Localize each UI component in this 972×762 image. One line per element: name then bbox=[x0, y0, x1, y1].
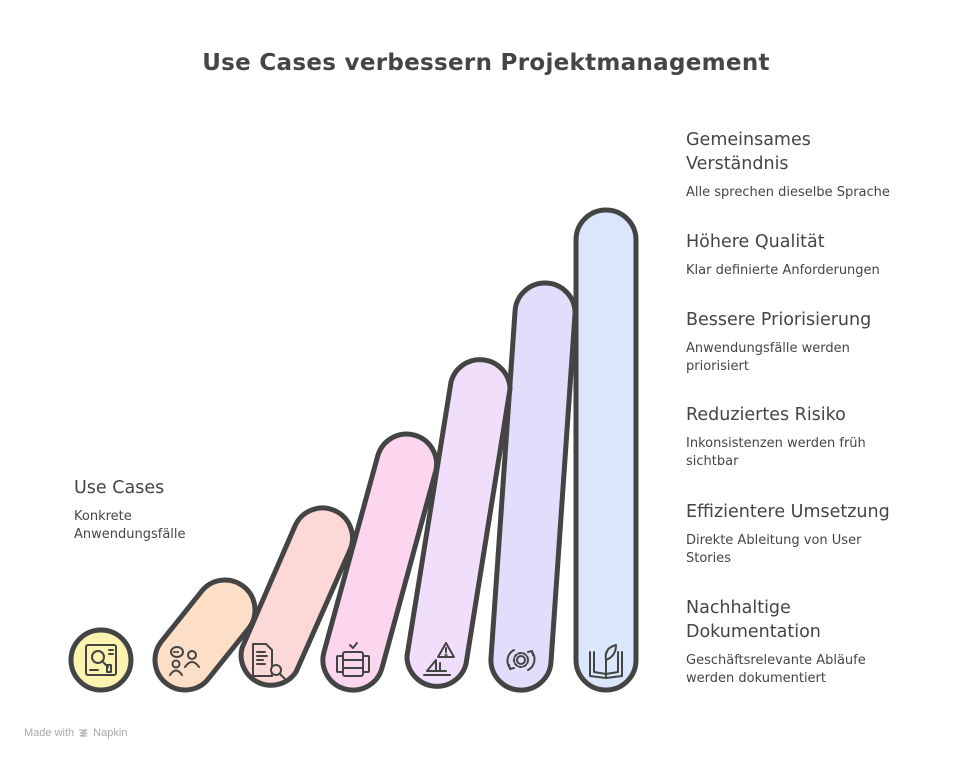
start-description: Konkrete Anwendungsfälle bbox=[74, 509, 186, 542]
database-check-icon bbox=[336, 642, 370, 677]
step-description: Klar definierte Anforderungen bbox=[686, 263, 880, 278]
users-chat-icon bbox=[169, 646, 200, 676]
step-description: Alle sprechen dieselbe Sprache bbox=[686, 185, 890, 200]
step-label-reduziertes-risiko: Reduziertes Risiko Inkonsistenzen werden… bbox=[686, 403, 926, 471]
napkin-brand-text: Napkin bbox=[93, 727, 128, 739]
warning-ship-icon bbox=[423, 642, 455, 676]
step-description: Inkonsistenzen werden früh sichtbar bbox=[686, 436, 866, 469]
capsule-reduziertes-risiko bbox=[320, 431, 440, 693]
start-heading: Use Cases bbox=[74, 478, 165, 498]
made-with-text: Made with bbox=[24, 727, 75, 739]
book-leaf-icon bbox=[589, 644, 623, 679]
capsule-use-cases bbox=[68, 627, 134, 693]
step-label-effizientere-umsetzung: Effizientere Umsetzung Direkte Ableitung… bbox=[686, 500, 926, 568]
capsule-hoehere-qualitaet bbox=[488, 280, 578, 693]
step-label-gemeinsames-verstaendnis: Gemeinsames Verständnis Alle sprechen di… bbox=[686, 128, 926, 202]
step-heading: Reduziertes Risiko bbox=[686, 405, 846, 425]
napkin-logo-icon bbox=[79, 728, 88, 737]
step-label-hoehere-qualitaet: Höhere Qualität Klar definierte Anforder… bbox=[686, 230, 926, 280]
made-with-napkin-footer: Made with Napkin bbox=[24, 727, 127, 739]
step-heading: Bessere Priorisierung bbox=[686, 310, 872, 330]
start-label: Use Cases Konkrete Anwendungsfälle bbox=[74, 476, 254, 544]
document-search-icon bbox=[252, 643, 286, 680]
step-description: Anwendungsfälle werden priorisiert bbox=[686, 341, 850, 374]
analytics-board-icon bbox=[85, 644, 117, 676]
step-heading: Nachhaltige Dokumentation bbox=[686, 598, 821, 642]
step-label-bessere-priorisierung: Bessere Priorisierung Anwendungsfälle we… bbox=[686, 308, 926, 376]
page-title: Use Cases verbessern Projektmanagement bbox=[202, 50, 770, 76]
step-description: Direkte Ableitung von User Stories bbox=[686, 533, 862, 566]
gear-cycle-icon bbox=[506, 649, 536, 671]
capsule-gemeinsames-verstaendnis bbox=[573, 207, 639, 693]
step-heading: Gemeinsames Verständnis bbox=[686, 130, 811, 174]
step-heading: Höhere Qualität bbox=[686, 232, 825, 252]
capsule-bessere-priorisierung bbox=[404, 357, 513, 689]
step-description: Geschäftsrelevante Abläufe werden dokume… bbox=[686, 653, 866, 686]
step-label-nachhaltige-dokumentation: Nachhaltige Dokumentation Geschäftsrelev… bbox=[686, 596, 926, 688]
step-heading: Effizientere Umsetzung bbox=[686, 502, 890, 522]
capsule-effizientere-umsetzung bbox=[238, 505, 355, 688]
